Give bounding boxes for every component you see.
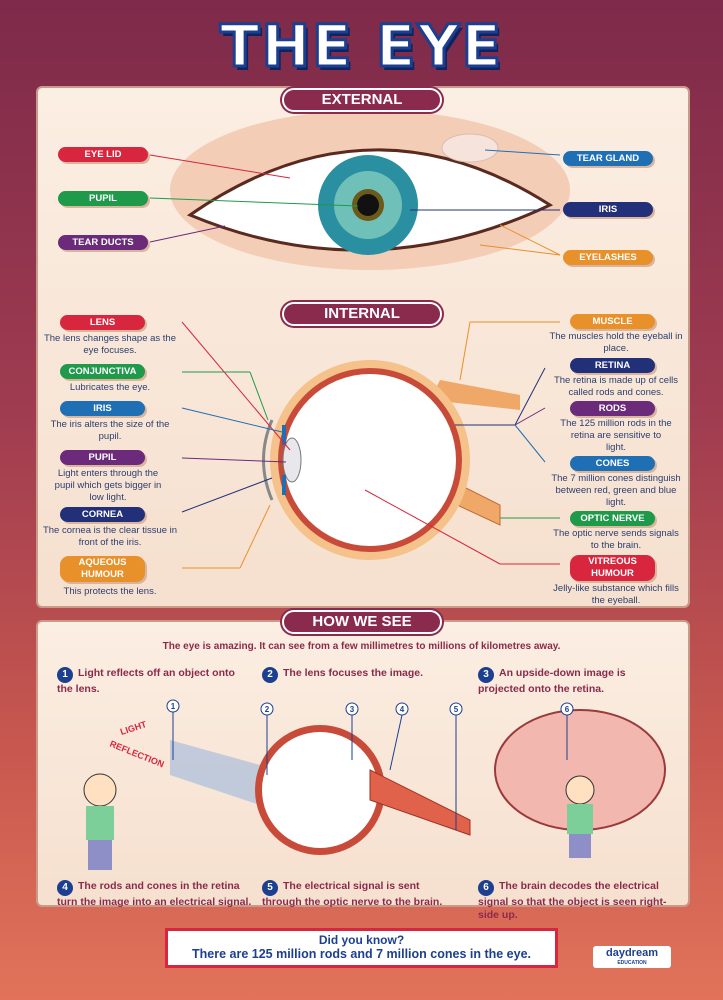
diagram-marker [395, 702, 409, 716]
desc-pupil: Light enters through the pupil which get… [54, 468, 162, 503]
step-text: The rods and cones in the retina turn th… [57, 880, 252, 908]
diagram-marker [260, 702, 274, 716]
diagram-marker [345, 702, 359, 716]
diagram-marker [560, 702, 574, 716]
desc-cones: The 7 million cones distinguish between … [551, 473, 681, 508]
desc-cornea: The cornea is the clear tissue in front … [42, 525, 178, 548]
how-we-see-drawing [83, 709, 666, 870]
logo-text: daydream [606, 947, 658, 959]
label-cornea: CORNEA [60, 507, 145, 522]
label-optic-nerve: OPTIC NERVE [570, 511, 655, 526]
step-number: 6 [478, 880, 494, 896]
external-header: EXTERNAL [282, 88, 442, 112]
label-retina: RETINA [570, 358, 655, 373]
label-tear-gland: TEAR GLAND [563, 151, 653, 166]
diagram-marker-number: 5 [454, 705, 459, 714]
label-eye-lid: EYE LID [58, 147, 148, 162]
label-tear-ducts: TEAR DUCTS [58, 235, 148, 250]
label-lens: LENS [60, 315, 145, 330]
daydream-logo: daydream EDUCATION [593, 946, 671, 968]
diagram-marker-number: 4 [400, 705, 405, 714]
fact-box: Did you know? There are 125 million rods… [165, 928, 558, 968]
label-pupil-internal: PUPIL [60, 450, 145, 465]
desc-rods: The 125 million rods in the retina are s… [560, 418, 672, 453]
step-text: The brain decodes the electrical signal … [478, 880, 667, 921]
step-number: 4 [57, 880, 73, 896]
step-text: Light reflects off an object onto the le… [57, 667, 235, 695]
desc-aqueous-humour: This protects the lens. [63, 586, 157, 597]
fact-text: There are 125 million rods and 7 million… [192, 947, 531, 961]
label-iris-internal: IRIS [60, 401, 145, 416]
label-rods: RODS [570, 401, 655, 416]
diagram-marker-number: 6 [565, 705, 570, 714]
desc-retina: The retina is made up of cells called ro… [553, 375, 679, 398]
label-muscle: MUSCLE [570, 314, 655, 329]
how-we-see-header: HOW WE SEE [282, 610, 442, 634]
desc-vitreous-humour: Jelly-like substance which fills the eye… [553, 583, 679, 606]
internal-header: INTERNAL [282, 302, 442, 326]
desc-muscle: The muscles hold the eyeball in place. [549, 331, 683, 354]
label-conjunctiva: CONJUNCTIVA [60, 364, 145, 379]
label-cones: CONES [570, 456, 655, 471]
label-vitreous-humour: VITREOUS HUMOUR [570, 555, 655, 581]
label-aqueous-humour: AQUEOUS HUMOUR [60, 556, 145, 582]
diagram-marker-number: 1 [171, 702, 176, 711]
step-text: The lens focuses the image. [283, 667, 424, 679]
step-text: An upside-down image is projected onto t… [478, 667, 626, 695]
step-number: 3 [478, 667, 494, 683]
poster-title: THE EYE [218, 11, 504, 82]
label-pupil: PUPIL [58, 191, 148, 206]
desc-optic-nerve: The optic nerve sends signals to the bra… [553, 528, 679, 551]
step-number: 2 [262, 667, 278, 683]
diagram-marker [166, 699, 180, 713]
desc-lens: The lens changes shape as the eye focuse… [43, 333, 177, 356]
desc-iris: The iris alters the size of the pupil. [50, 419, 170, 442]
diagram-markers: 1 2 3 4 5 6 [166, 699, 574, 716]
step-number: 1 [57, 667, 73, 683]
label-iris: IRIS [563, 202, 653, 217]
internal-eye-drawing [181, 321, 560, 569]
step-2: 2 The lens focuses the image. [262, 667, 452, 683]
diagram-marker-number: 2 [265, 705, 270, 714]
fact-heading: Did you know? [318, 933, 405, 947]
diagram-marker-number: 3 [350, 705, 355, 714]
desc-conjunctiva: Lubricates the eye. [69, 382, 151, 393]
step-text: The electrical signal is sent through th… [262, 880, 443, 908]
logo-sub: EDUCATION [617, 960, 647, 966]
how-intro: The eye is amazing. It can see from a fe… [162, 641, 561, 652]
external-eye-drawing [149, 110, 570, 270]
diagram-marker [449, 702, 463, 716]
step-number: 5 [262, 880, 278, 896]
label-eyelashes: EYELASHES [563, 250, 653, 265]
